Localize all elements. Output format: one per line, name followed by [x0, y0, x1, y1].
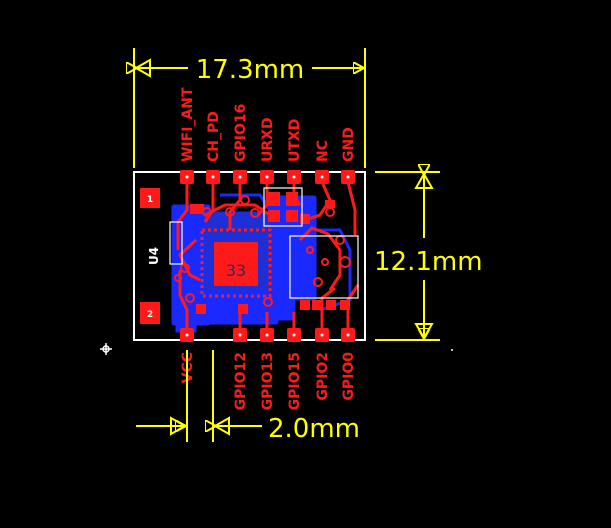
- pin-label-gpio0: GPIO0: [341, 352, 357, 401]
- width-dimension: [134, 48, 366, 168]
- pin-label-utxd: UTXD: [287, 119, 303, 162]
- pad-2: [140, 302, 160, 324]
- pin-label-gpio12: GPIO12: [233, 352, 249, 410]
- pitch-dimension: [136, 350, 262, 442]
- pad-2-label: 2: [147, 310, 153, 320]
- chip-label: 33: [226, 261, 246, 280]
- height-dimension-label: 12.1mm: [374, 247, 483, 277]
- pin-label-gpio15: GPIO15: [287, 352, 303, 410]
- top-copper-traces: [176, 181, 360, 330]
- stray-dot: [451, 349, 453, 351]
- pitch-dimension-label: 2.0mm: [268, 414, 360, 444]
- bottom-pin-labels: VCC GPIO12 GPIO13 GPIO15 GPIO2 GPIO0: [180, 352, 357, 411]
- board-outline: [133, 171, 366, 341]
- designator-label: U4: [147, 247, 161, 265]
- chip-ring: [200, 228, 272, 298]
- origin-marker: [100, 343, 112, 355]
- pad-holes: [185, 175, 350, 337]
- pin-label-gpio13: GPIO13: [260, 352, 276, 410]
- pin-label-gpio16: GPIO16: [233, 104, 249, 162]
- pin-label-urxd: URXD: [260, 117, 276, 162]
- top-pin-labels: WIFI_ANT CH_PD GPIO16 URXD UTXD NC GND: [180, 87, 357, 162]
- height-dimension: [375, 172, 440, 341]
- pad-1: [140, 188, 160, 208]
- pin-label-gnd: GND: [341, 127, 357, 162]
- mount-pads: 1 2: [140, 188, 160, 324]
- pad-1-label: 1: [147, 195, 153, 205]
- pin-label-gpio2: GPIO2: [315, 352, 331, 401]
- width-dimension-label: 17.3mm: [196, 55, 305, 85]
- silkscreen: [169, 187, 359, 299]
- component-pads: [190, 192, 350, 314]
- pin-label-nc: NC: [315, 140, 331, 162]
- chip: 33: [200, 228, 272, 298]
- chip-body: [214, 242, 258, 286]
- pin-label-wifi-ant: WIFI_ANT: [180, 87, 196, 162]
- pin-label-ch-pd: CH_PD: [206, 111, 222, 162]
